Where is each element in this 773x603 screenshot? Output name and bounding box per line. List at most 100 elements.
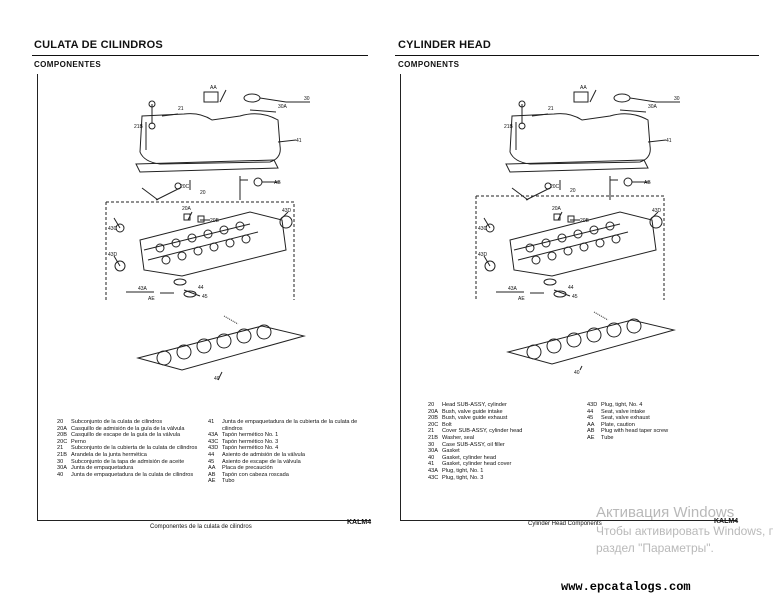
legend-code: 41	[428, 461, 435, 468]
callout-40: 40	[214, 376, 220, 382]
left-page-subtitle: COMPONENTES	[34, 60, 102, 69]
legend-code: AE	[208, 478, 216, 485]
watermark-line-3: раздел "Параметры".	[596, 541, 714, 555]
callout-43c: 43C	[108, 226, 118, 232]
legend-code: 43C	[208, 438, 219, 445]
callout-44: 44	[568, 285, 574, 291]
left-page-title: CULATA DE CILINDROS	[34, 39, 163, 51]
callout-43d-left: 43D	[478, 252, 488, 258]
legend-code: 20	[428, 402, 435, 408]
legend-code: 20	[57, 419, 64, 425]
legend-text: Casquillo de admisión de la guía de la v…	[71, 425, 185, 432]
callout-20a: 20A	[552, 206, 562, 212]
legend-code: AE	[587, 434, 595, 441]
legend-code: 40	[428, 454, 435, 461]
legend-code: 20A	[57, 425, 67, 432]
callout-aa: AA	[580, 85, 587, 91]
callout-ae: AE	[518, 296, 525, 302]
legend-code: 43D	[587, 402, 598, 408]
watermark-line-1: Активация Windows	[596, 505, 735, 521]
legend-text: Tapón hermético No. 4	[222, 445, 279, 452]
legend-text: Washer, seal	[442, 434, 475, 441]
callout-43d: 43D	[282, 208, 292, 214]
legend-row: 40 Gasket, cylinder head	[428, 455, 578, 462]
legend-text: Asiento de admisión de la válvula	[222, 451, 306, 458]
callout-30a: 30A	[278, 104, 288, 110]
legend-row: 40 Junta de empaquetadura de la culata de…	[57, 472, 207, 479]
legend-text: Bolt	[442, 421, 452, 428]
legend-text: Subconjunto de la cubierta de la culata …	[71, 445, 198, 452]
legend-row: 20B Casquillo de escape de la guía de la …	[57, 432, 207, 439]
callout-ab: AB	[644, 180, 651, 186]
callout-30a: 30A	[648, 104, 658, 110]
legend-code: 45	[587, 415, 594, 422]
legend-code: 40	[57, 471, 64, 478]
callout-41: 41	[296, 138, 302, 144]
callout-21: 21	[178, 106, 184, 112]
legend-text: Subconjunto de la tapa de admisión de ac…	[71, 458, 185, 465]
legend-text: Asiento de escape de la válvula	[222, 458, 301, 465]
callout-43a: 43A	[508, 286, 518, 292]
legend-code: 20C	[57, 438, 68, 445]
legend-code: 44	[587, 408, 594, 415]
right-cylinder-head-diagram: AA 30 30A 21 21B 41 20C 20 AB 20A 20B 43…	[475, 85, 680, 376]
legend-text: Placa de precaución	[222, 465, 273, 472]
legend-text: Bush, valve guide exhaust	[442, 415, 508, 422]
legend-code: 30A	[428, 448, 438, 455]
left-figure-code: KALM4	[347, 519, 372, 526]
legend-row: 20A Casquillo de admisión de la guía de l…	[57, 426, 207, 433]
legend-text: Arandela de la junta hermética	[71, 451, 147, 458]
legend-text: Gasket, cylinder head	[442, 454, 497, 461]
legend-row: 30 Subconjunto de la tapa de admisión de …	[57, 459, 207, 466]
right-title-rule	[395, 55, 759, 56]
callout-21b: 21B	[504, 124, 514, 130]
callout-43d: 43D	[652, 208, 662, 214]
legend-code: 30	[57, 458, 64, 465]
callout-21: 21	[548, 106, 554, 112]
legend-code: 21	[57, 445, 64, 452]
callout-ae: AE	[148, 296, 155, 302]
legend-code: 43A	[208, 432, 218, 439]
watermark-line-2: Чтобы активировать Windows, перейдите в	[596, 524, 773, 538]
right-figure-frame	[400, 74, 737, 521]
legend-code: 43D	[208, 445, 219, 452]
legend-text: Junta de empaquetadura	[71, 465, 134, 472]
legend-code: AB	[208, 471, 216, 478]
legend-text: Perno	[71, 438, 86, 445]
legend-code: 30	[428, 441, 435, 448]
site-url: www.epcatalogs.com	[561, 580, 691, 594]
legend-code: 21B	[57, 451, 67, 458]
right-page-subtitle: COMPONENTS	[398, 60, 460, 69]
legend-text: Casquillo de escape de la guía de la vál…	[71, 432, 181, 439]
legend-row: 21B Arandela de la junta hermética	[57, 452, 207, 459]
legend-row: 44 Seat, valve intake	[587, 409, 707, 416]
legend-code: 20B	[428, 415, 438, 422]
callout-30: 30	[674, 96, 680, 102]
callout-ab: AB	[274, 180, 281, 186]
callout-43d-left: 43D	[108, 252, 118, 258]
legend-code: 30A	[57, 465, 67, 472]
left-cylinder-head-diagram: AA 30 30A 21 21B 41 20C 20 AB 20A 20B 43…	[105, 85, 310, 382]
legend-code: 20B	[57, 432, 67, 439]
legend-text: Plate, caution	[601, 421, 635, 428]
legend-text: Gasket, cylinder head cover	[442, 461, 512, 468]
legend-row: 21 Subconjunto de la cubierta de la culat…	[57, 445, 207, 452]
callout-20a: 20A	[182, 206, 192, 212]
callout-45: 45	[202, 294, 208, 300]
legend-text: Case SUB-ASSY, oil filler	[442, 441, 505, 448]
legend-text: Seat, valve intake	[601, 408, 646, 415]
callout-43c: 43C	[478, 226, 488, 232]
legend-text: Junta de empaquetadura de la culata de c…	[71, 471, 194, 478]
legend-text: Junta de empaquetadura de la cubierta de…	[222, 419, 358, 432]
legend-row: 30 Case SUB-ASSY, oil filler	[428, 442, 578, 449]
